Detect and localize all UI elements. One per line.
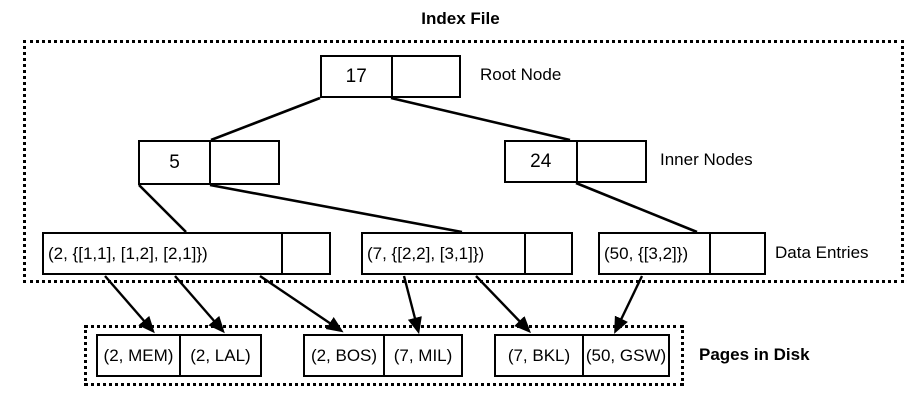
arrow-data-1-to-page-1-slot-1 — [402, 275, 422, 335]
disk-page-0[interactable]: (2, MEM) (2, LAL) — [96, 334, 262, 377]
data-entry-node-1[interactable]: (7, {[2,2], [3,1]}) — [361, 232, 573, 275]
inner-node-left-key-cell: 5 — [169, 152, 180, 173]
disk-page-2-slot-0: (7, BKL) — [507, 346, 571, 365]
index-file-title: Index File — [421, 9, 500, 28]
data-entry-node-0-empty-cell — [281, 234, 329, 273]
disk-page-2[interactable]: (7, BKL) (50, GSW) — [494, 334, 670, 377]
inner-node-left-empty-cell — [209, 142, 278, 183]
data-entry-node-1-empty-cell — [524, 234, 571, 273]
inner-nodes-caption: Inner Nodes — [660, 150, 753, 169]
inner-node-right-key-cell: 24 — [530, 151, 552, 172]
root-node-empty-cell — [390, 57, 460, 96]
root-node-caption: Root Node — [480, 65, 562, 84]
inner-node-left[interactable]: 5 — [138, 140, 280, 185]
arrow-data-0-to-page-1-slot-0 — [259, 275, 344, 333]
data-entry-node-0-value-cell: (2, {[1,1], [1,2], [2,1]}) — [48, 244, 208, 263]
arrow-data-0-to-page-0-slot-0 — [104, 275, 155, 334]
inner-node-right[interactable]: 24 — [504, 140, 647, 183]
disk-page-2-slot-1: (50, GSW) — [582, 336, 668, 375]
data-entry-node-2-empty-cell — [709, 234, 764, 273]
pages-in-disk-region — [84, 325, 684, 386]
arrow-data-0-to-page-0-slot-1 — [174, 275, 225, 334]
data-entry-node-2[interactable]: (50, {[3,2]}) — [598, 232, 766, 275]
arrow-data-1-to-page-2-slot-0 — [475, 275, 531, 334]
disk-page-0-slot-0: (2, MEM) — [103, 346, 174, 365]
root-node[interactable]: 17 — [320, 55, 461, 98]
data-entry-node-1-value-cell: (7, {[2,2], [3,1]}) — [367, 244, 485, 263]
disk-page-1-slot-1: (7, MIL) — [383, 336, 461, 375]
disk-page-1[interactable]: (2, BOS) (7, MIL) — [303, 334, 463, 377]
data-entry-node-2-value-cell: (50, {[3,2]}) — [604, 244, 689, 263]
edge-group-data-to-pages — [104, 275, 644, 335]
disk-page-1-slot-0: (2, BOS) — [310, 346, 378, 365]
arrow-data-2-to-page-2-slot-1 — [614, 275, 644, 334]
inner-node-right-empty-cell — [575, 142, 646, 181]
index-file-region — [23, 40, 904, 283]
data-entries-caption: Data Entries — [775, 243, 869, 262]
data-entry-node-0[interactable]: (2, {[1,1], [1,2], [2,1]}) — [42, 232, 331, 275]
root-node-key-cell: 17 — [345, 66, 367, 87]
disk-page-0-slot-1: (2, LAL) — [179, 336, 260, 375]
pages-in-disk-title: Pages in Disk — [699, 345, 810, 364]
